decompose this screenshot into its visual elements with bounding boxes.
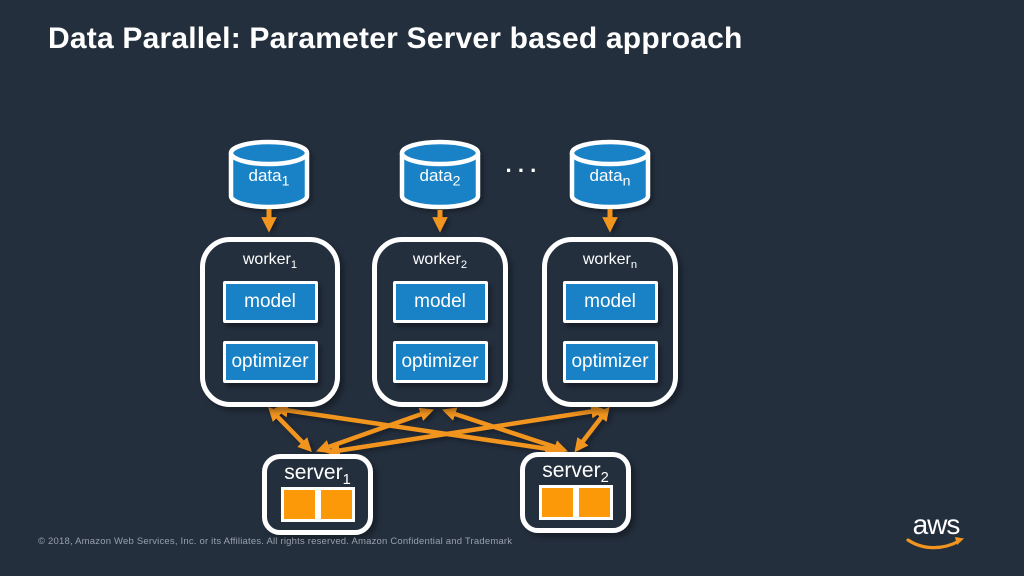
shard-square-icon bbox=[317, 487, 355, 522]
data-store-label: datan bbox=[589, 166, 631, 190]
data-store-label: data2 bbox=[419, 166, 461, 190]
optimizer-box: optimizer bbox=[562, 341, 658, 383]
server-node-2: server2 bbox=[520, 452, 631, 533]
worker-label: worker2 bbox=[412, 251, 468, 272]
slide-title: Data Parallel: Parameter Server based ap… bbox=[48, 22, 743, 55]
data-cylinder-1-icon bbox=[228, 139, 310, 210]
worker-node-1: worker1 model optimizer bbox=[200, 237, 340, 407]
aws-smile-icon bbox=[906, 537, 964, 550]
ellipsis-more-data: ··· bbox=[505, 158, 543, 183]
aws-logo-text: aws bbox=[912, 509, 961, 540]
arrow-worker1-server1 bbox=[268, 407, 312, 452]
data-store-label: data1 bbox=[248, 166, 290, 190]
optimizer-box: optimizer bbox=[392, 341, 488, 383]
shard-square-icon bbox=[538, 485, 576, 520]
model-box: model bbox=[392, 281, 488, 323]
arrow-workern-server2 bbox=[574, 406, 610, 453]
worker-node-2: worker2 model optimizer bbox=[372, 237, 508, 407]
shard-square-icon bbox=[575, 485, 613, 520]
optimizer-box: optimizer bbox=[222, 341, 318, 383]
server-node-1: server1 bbox=[262, 454, 373, 535]
worker-node-n: workern model optimizer bbox=[542, 237, 678, 407]
arrow-workern-server1 bbox=[325, 404, 606, 458]
shard-square-icon bbox=[280, 487, 318, 522]
data-cylinder-2-icon bbox=[399, 139, 481, 210]
aws-logo: aws bbox=[904, 510, 968, 552]
parameter-shards bbox=[538, 485, 613, 520]
data-cylinder-n-icon bbox=[569, 139, 651, 210]
model-box: model bbox=[562, 281, 658, 323]
server-label: server2 bbox=[542, 459, 609, 487]
parameter-shards bbox=[280, 487, 355, 522]
model-box: model bbox=[222, 281, 318, 323]
worker-label: workern bbox=[582, 251, 638, 272]
copyright-text: © 2018, Amazon Web Services, Inc. or its… bbox=[38, 536, 513, 547]
server-label: server1 bbox=[284, 461, 351, 489]
worker-label: worker1 bbox=[242, 251, 298, 272]
